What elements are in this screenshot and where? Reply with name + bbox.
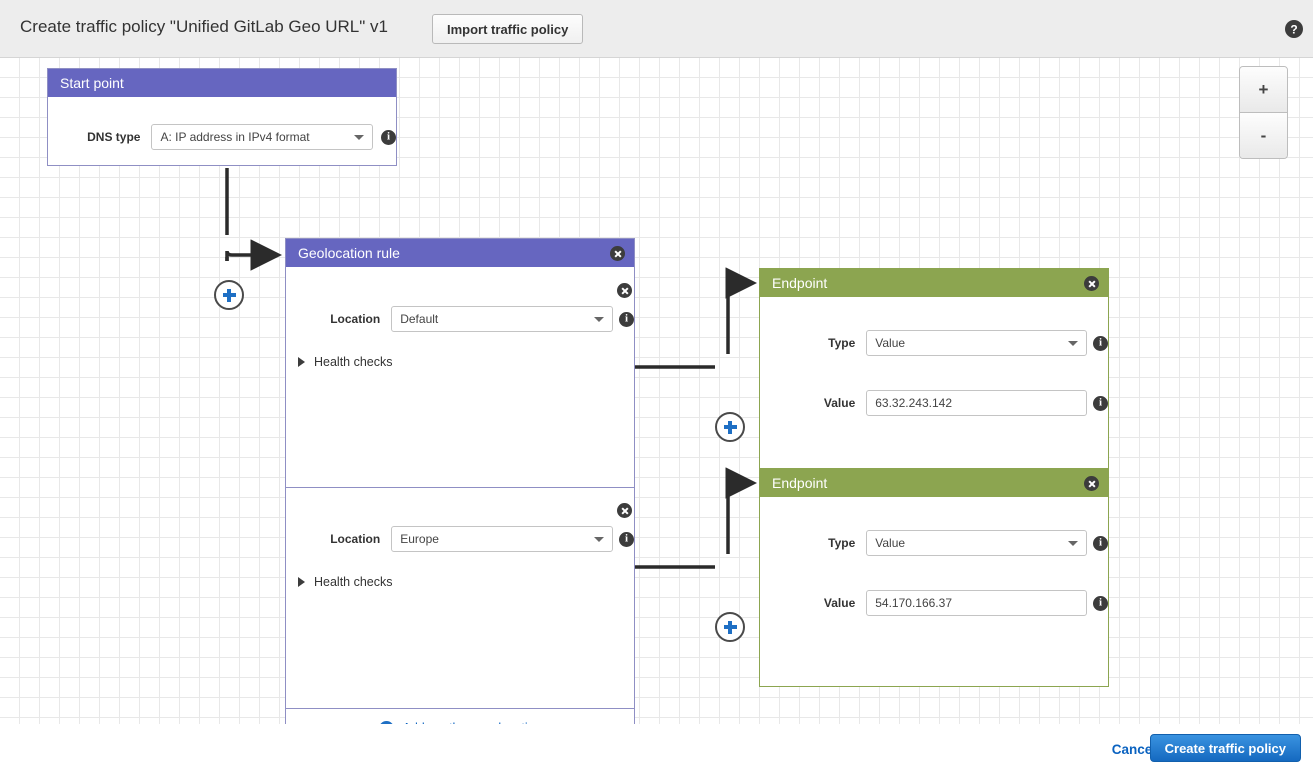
geo-location-2-value: Europe [400, 532, 439, 546]
endpoint-1-header: Endpoint [760, 269, 1108, 297]
dns-type-label: DNS type [87, 130, 141, 144]
endpoint-card-1: Endpoint Type Value Value 63.32.243.142 [759, 268, 1109, 487]
endpoint-1-value-text: 63.32.243.142 [875, 396, 952, 410]
endpoint-1-value-row: Value 63.32.243.142 [760, 390, 1108, 416]
endpoint-2-type-select[interactable]: Value [866, 530, 1087, 556]
chevron-right-icon [298, 577, 305, 587]
cancel-button[interactable]: Cancel [1111, 742, 1156, 757]
endpoint-2-value-row: Value 54.170.166.37 [760, 590, 1108, 616]
geo-location-block-2: Location Europe Health checks [286, 487, 634, 708]
zoom-controls: + - [1239, 66, 1288, 159]
geo-location-2-select[interactable]: Europe [391, 526, 613, 552]
geo-location-2-health-checks-label: Health checks [314, 575, 393, 589]
geo-location-1-select[interactable]: Default [391, 306, 613, 332]
endpoint-2-close-icon[interactable] [1084, 476, 1099, 491]
endpoint-2-type-row: Type Value [760, 530, 1108, 556]
endpoint-1-title: Endpoint [772, 275, 828, 291]
endpoint-1-type-info-icon[interactable] [1093, 335, 1108, 351]
endpoint-card-2: Endpoint Type Value Value 54.170.166.37 [759, 468, 1109, 687]
endpoint-1-value-label: Value [823, 396, 856, 410]
geo-location-1-close-icon[interactable] [617, 283, 632, 298]
plus-circle-icon [378, 720, 394, 724]
top-bar: Create traffic policy "Unified GitLab Ge… [0, 0, 1313, 58]
endpoint-2-type-label: Type [828, 536, 856, 550]
page-title: Create traffic policy "Unified GitLab Ge… [20, 17, 388, 36]
footer-bar: Cancel Create traffic policy [0, 724, 1313, 770]
geo-location-2-health-checks-toggle[interactable]: Health checks [286, 575, 634, 589]
endpoint-1-value-input[interactable]: 63.32.243.142 [866, 390, 1087, 416]
endpoint-2-type-value: Value [875, 536, 906, 550]
geo-location-1-row: Location Default [286, 267, 634, 332]
geo-location-2-row: Location Europe [286, 488, 634, 552]
endpoint-2-type-info-icon[interactable] [1093, 535, 1108, 551]
geo-location-1-health-checks-label: Health checks [314, 355, 393, 369]
dns-type-row: DNS type A: IP address in IPv4 format [48, 124, 396, 150]
endpoint-2-title: Endpoint [772, 475, 828, 491]
geolocation-rule-title: Geolocation rule [298, 245, 400, 261]
add-node-endpoint-1[interactable] [715, 412, 745, 442]
create-traffic-policy-button[interactable]: Create traffic policy [1149, 734, 1301, 762]
geolocation-rule-header: Geolocation rule [286, 239, 634, 267]
chevron-down-icon [594, 537, 604, 542]
geo-location-1-info-icon[interactable] [619, 311, 634, 327]
chevron-down-icon [1068, 341, 1078, 346]
geo-location-1-health-checks-toggle[interactable]: Health checks [286, 355, 634, 369]
endpoint-1-type-row: Type Value [760, 330, 1108, 356]
start-point-title: Start point [60, 75, 124, 91]
endpoint-2-value-label: Value [823, 596, 856, 610]
geo-location-2-label: Location [330, 532, 381, 546]
start-point-header: Start point [48, 69, 396, 97]
endpoint-1-value-info-icon[interactable] [1093, 395, 1108, 411]
endpoint-2-value-text: 54.170.166.37 [875, 596, 952, 610]
dns-type-info-icon[interactable] [381, 129, 396, 145]
geolocation-rule-card: Geolocation rule Location Default Health… [285, 238, 635, 724]
import-traffic-policy-button[interactable]: Import traffic policy [432, 14, 584, 44]
geo-location-1-value: Default [400, 312, 439, 326]
geolocation-rule-close-icon[interactable] [610, 246, 625, 261]
add-node-start[interactable] [214, 280, 244, 310]
add-node-endpoint-2[interactable] [715, 612, 745, 642]
endpoint-2-value-info-icon[interactable] [1093, 595, 1108, 611]
dns-type-select[interactable]: A: IP address in IPv4 format [151, 124, 373, 150]
dns-type-value: A: IP address in IPv4 format [160, 130, 310, 144]
chevron-down-icon [594, 317, 604, 322]
chevron-down-icon [1068, 541, 1078, 546]
geo-location-2-close-icon[interactable] [617, 503, 632, 518]
endpoint-1-type-value: Value [875, 336, 906, 350]
zoom-in-button[interactable]: + [1240, 67, 1287, 113]
svg-text:?: ? [1290, 23, 1297, 37]
start-point-card: Start point DNS type A: IP address in IP… [47, 68, 397, 166]
add-another-geo-location-button[interactable]: Add another geo location [286, 708, 634, 724]
chevron-down-icon [354, 135, 364, 140]
endpoint-1-close-icon[interactable] [1084, 276, 1099, 291]
geo-location-1-label: Location [330, 312, 381, 326]
policy-canvas[interactable]: Start point DNS type A: IP address in IP… [0, 58, 1313, 725]
add-another-geo-location-label: Add another geo location [403, 721, 542, 724]
chevron-right-icon [298, 357, 305, 367]
help-circle-icon[interactable]: ? [1283, 18, 1305, 40]
endpoint-1-type-select[interactable]: Value [866, 330, 1087, 356]
geo-location-block-1: Location Default Health checks [286, 267, 634, 487]
endpoint-2-header: Endpoint [760, 469, 1108, 497]
zoom-out-button[interactable]: - [1240, 113, 1287, 158]
endpoint-2-value-input[interactable]: 54.170.166.37 [866, 590, 1087, 616]
endpoint-1-type-label: Type [828, 336, 856, 350]
geo-location-2-info-icon[interactable] [619, 531, 634, 547]
